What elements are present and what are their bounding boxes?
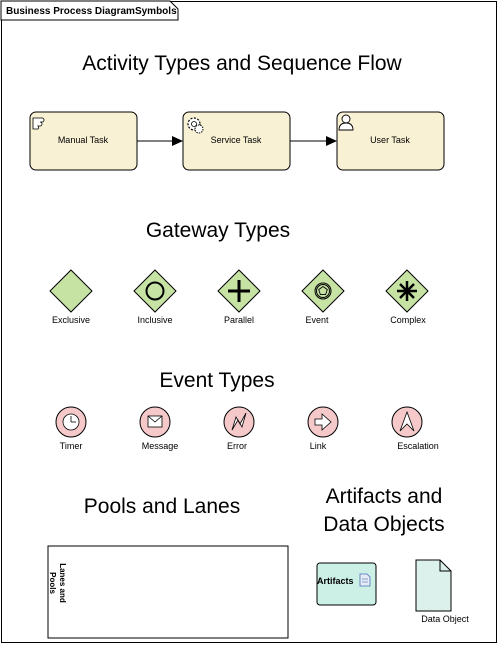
pool-label-line1: Lanes and [58, 563, 67, 603]
gateways-heading: Gateway Types [145, 219, 291, 242]
task-label: Service Task [210, 135, 262, 145]
inclusive-gateway[interactable] [133, 269, 177, 313]
pool-label-line2: Pools [48, 572, 57, 594]
title-tab [0, 0, 179, 21]
data-object[interactable] [415, 559, 452, 612]
parallel-gateway[interactable] [217, 269, 261, 313]
gateway-label: Inclusive [137, 315, 173, 325]
event-label: Timer [59, 441, 83, 451]
gear-icon [187, 117, 204, 134]
artifact[interactable] [316, 562, 377, 606]
artifacts-heading-line2: Data Objects [323, 513, 445, 536]
event-gateway[interactable] [301, 269, 345, 313]
event-label: Link [309, 441, 327, 451]
person-icon [338, 114, 354, 131]
message-event[interactable] [139, 406, 171, 438]
event-label: Escalation [397, 441, 439, 451]
complex-gateway[interactable] [385, 269, 429, 313]
hand-icon [32, 117, 45, 130]
error-event[interactable] [223, 406, 255, 438]
diagram-title: Business Process DiagramSymbols [6, 6, 177, 17]
artifacts-heading-line1: Artifacts and [325, 485, 443, 508]
activities-heading: Activity Types and Sequence Flow [82, 52, 402, 75]
events-heading: Event Types [159, 369, 275, 392]
pool-label: Lanes and Pools [45, 555, 67, 611]
pools-heading: Pools and Lanes [83, 495, 241, 518]
task-label: Manual Task [57, 135, 109, 145]
link-event[interactable] [307, 406, 339, 438]
artifact-label: Artifacts [317, 576, 354, 586]
timer-event[interactable] [55, 406, 87, 438]
gateway-label: Parallel [223, 315, 254, 325]
sequence-flow-2 [290, 136, 337, 146]
task-label: User Task [370, 135, 410, 145]
gateway-label: Event [305, 315, 329, 325]
data-object-label: Data Object [421, 614, 469, 624]
exclusive-gateway[interactable] [49, 269, 93, 313]
sequence-flow-1 [137, 136, 183, 146]
document-icon [359, 573, 371, 587]
event-label: Message [141, 441, 179, 451]
escalation-event[interactable] [391, 406, 423, 438]
pool[interactable] [47, 545, 289, 639]
gateway-label: Exclusive [51, 315, 90, 325]
event-label: Error [227, 441, 247, 451]
gateway-label: Complex [390, 315, 426, 325]
